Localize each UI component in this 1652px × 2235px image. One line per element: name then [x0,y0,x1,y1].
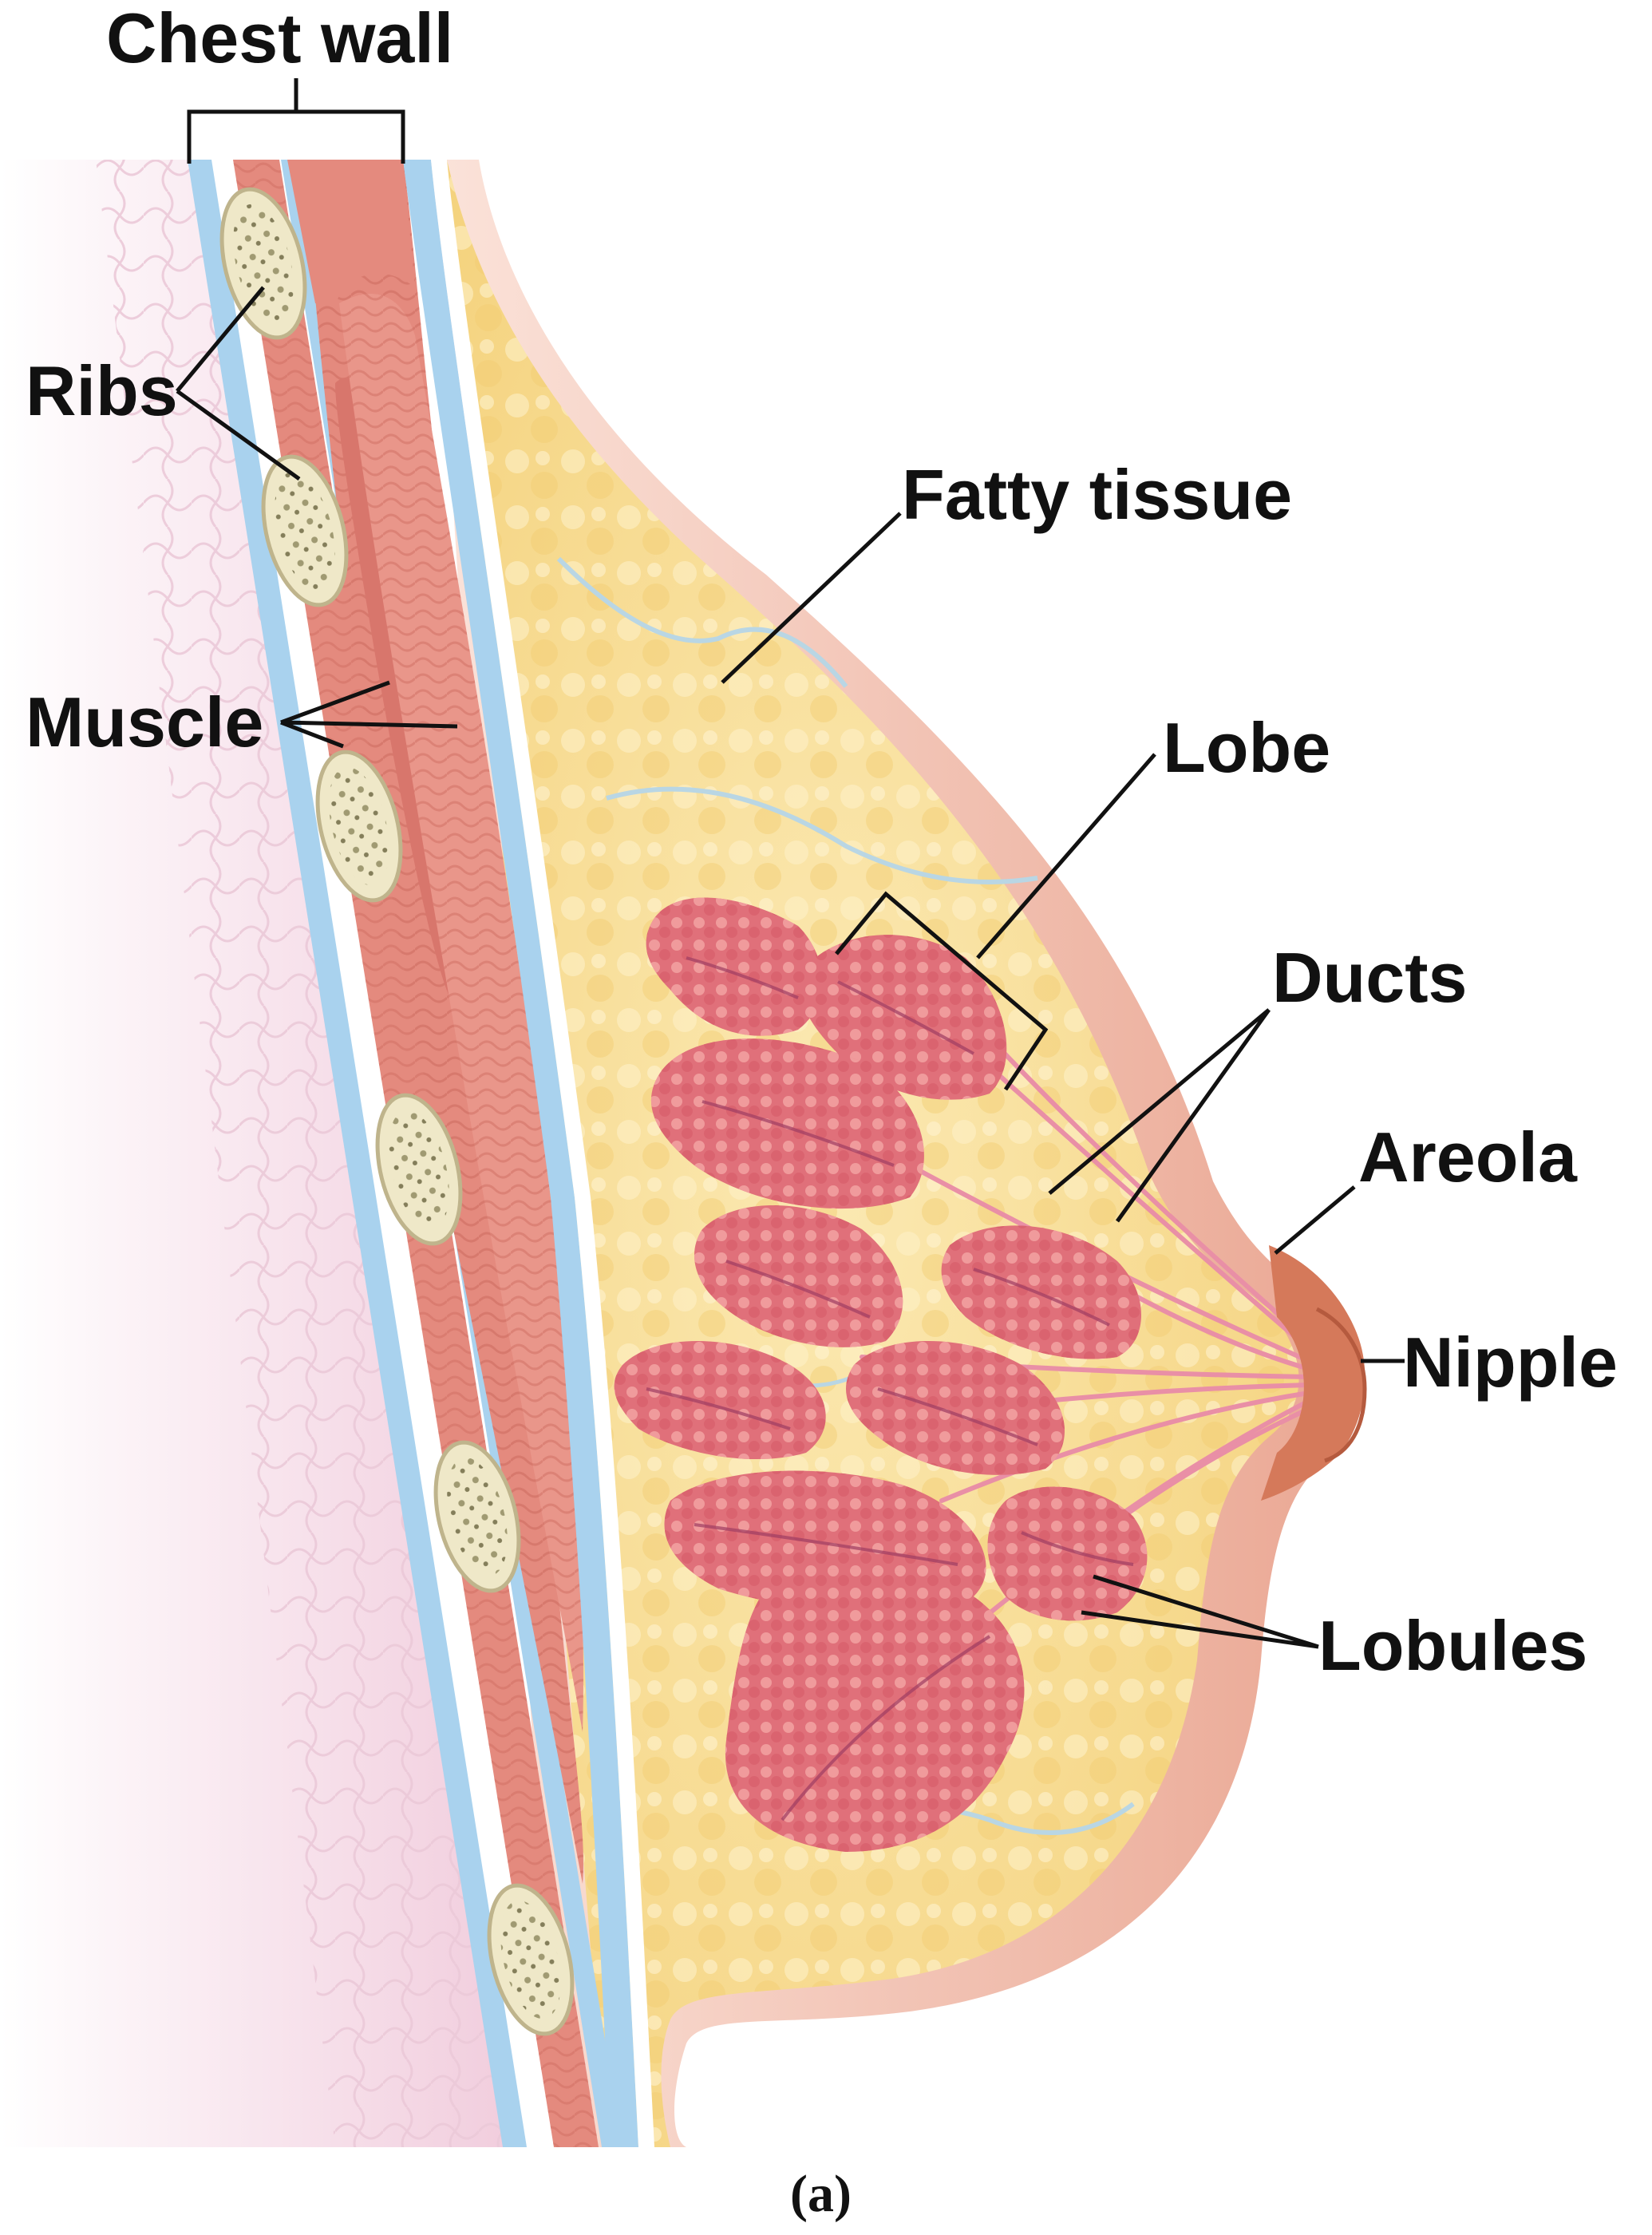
muscle-label: Muscle [26,682,263,761]
lobule-cluster [987,1486,1148,1621]
lobe-leader [835,753,1156,1091]
ducts-leader [1048,1008,1271,1223]
rib [315,750,403,903]
lobules-label: Lobules [1318,1606,1587,1685]
lobule-cluster [614,1341,826,1460]
lobule-cluster [646,897,822,1036]
ribs-label: Ribs [26,351,178,430]
nipple-areola [1261,1245,1367,1501]
lobules-group [614,897,1148,1852]
lobe-label: Lobe [1163,708,1330,787]
nipple-label: Nipple [1403,1323,1618,1402]
rib [375,1093,463,1246]
lobule-cluster [650,1038,924,1209]
ribs-leader [176,286,301,481]
fatty-tissue-leader [721,512,902,684]
figure-caption: (a) [790,2165,852,2223]
rib [487,1883,575,2036]
chest-wall-label: Chest wall [106,0,453,77]
leader-lines [176,78,1405,1649]
lobules-leader [1081,1574,1319,1649]
fatty-tissue-label: Fatty tissue [902,455,1292,534]
ribs-group [219,187,575,2036]
lung-tissue-region [0,160,511,2147]
rib [433,1440,521,1593]
areola-leader [1274,1185,1356,1255]
lobule-cluster [725,1568,1025,1852]
rib [261,454,349,607]
lobule-cluster [694,1205,903,1347]
muscle-leader [280,680,458,749]
lobule-cluster [846,1341,1065,1475]
lobule-cluster [941,1225,1141,1359]
labels: Chest wall Ribs Muscle Fatty tissue Lobe… [26,0,1618,2223]
rib [219,187,307,340]
areola-label: Areola [1358,1118,1578,1197]
ducts-label: Ducts [1272,938,1468,1017]
chest-wall-bracket [187,78,405,164]
